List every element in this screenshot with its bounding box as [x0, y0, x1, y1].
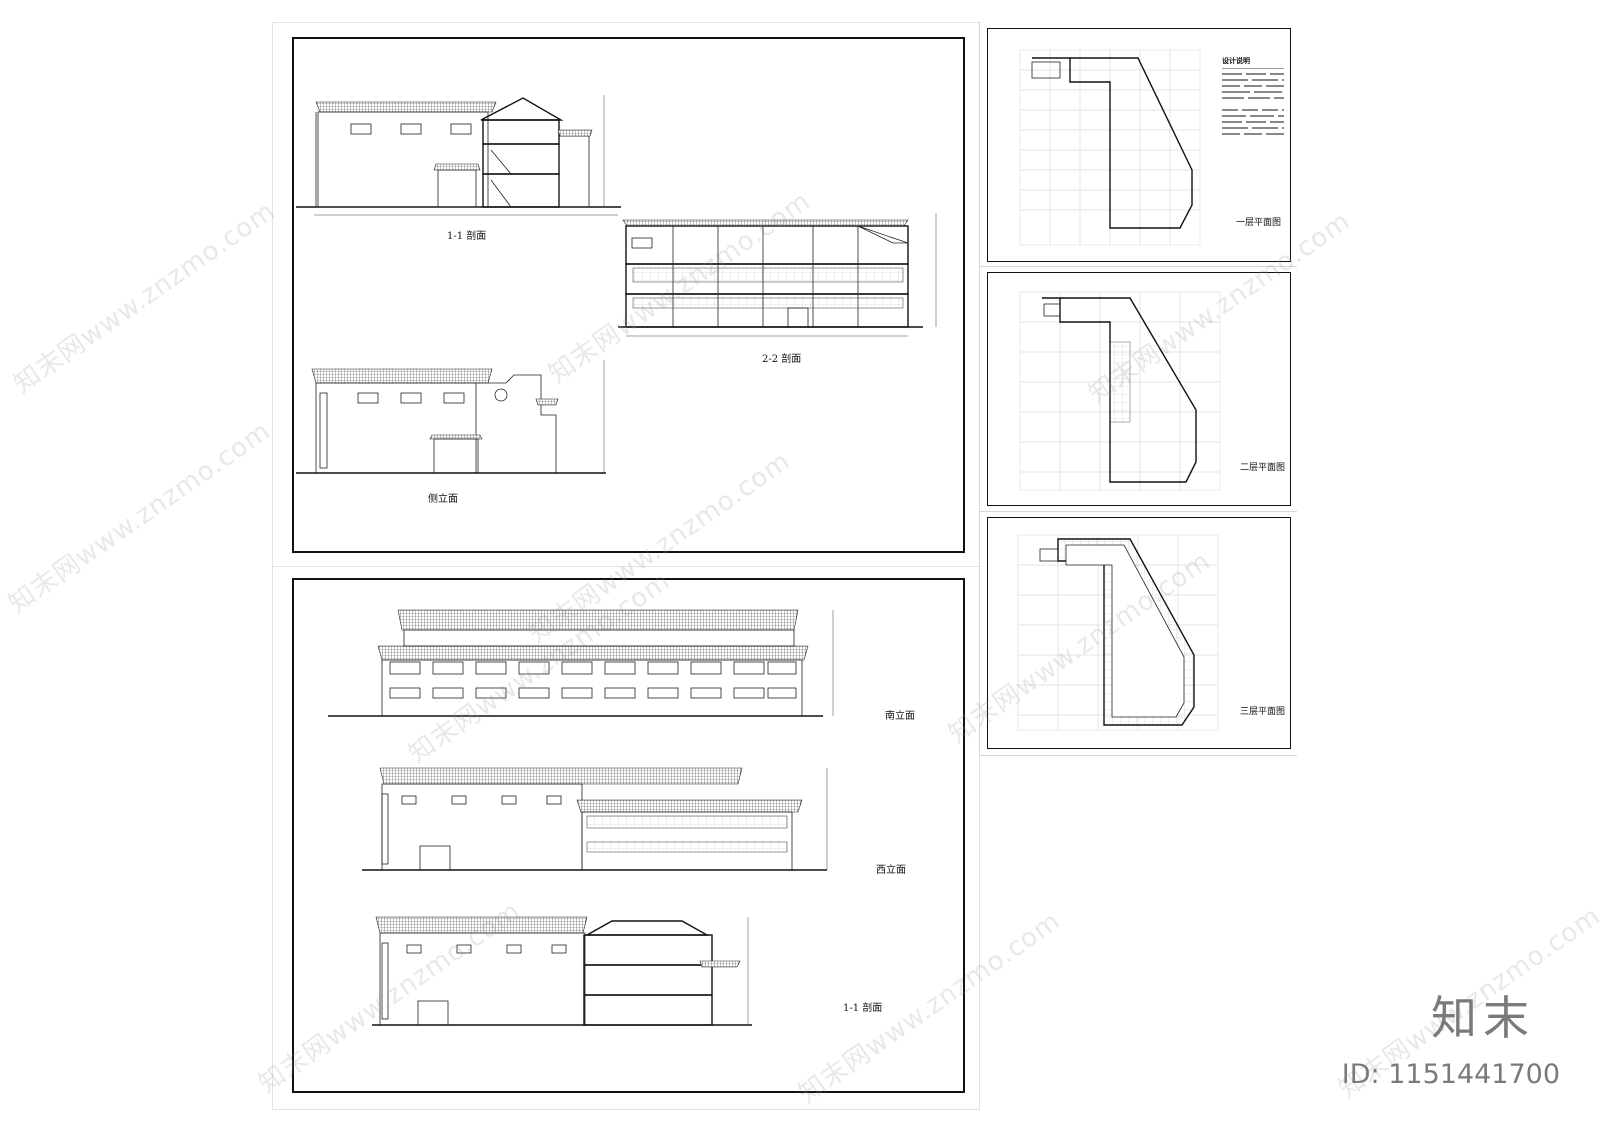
watermark-text: 知末网www.znzmo.com [8, 195, 282, 400]
brand-logo-text: 知末 [1431, 991, 1535, 1045]
label-second-floor-plan: 二层平面图 [1240, 463, 1286, 473]
sheet-frame-plan-2 [987, 272, 1291, 506]
third-floor-plan-drawing [1017, 534, 1219, 731]
design-notes-block: 设计说明 [1222, 56, 1284, 139]
side-elevation-drawing [296, 360, 606, 474]
label-section-1-1b: 1-1 剖面 [843, 1003, 883, 1014]
design-notes-title: 设计说明 [1222, 56, 1250, 65]
label-third-floor-plan: 三层平面图 [1240, 707, 1286, 717]
south-elevation-drawing [328, 609, 834, 717]
watermark-text: 知末网www.znzmo.com [3, 415, 277, 620]
section-1-1-drawing [296, 95, 621, 216]
west-elevation-drawing [362, 767, 828, 871]
second-floor-plan-drawing [1019, 291, 1221, 491]
sheet-frame-sections [292, 37, 965, 553]
sheet-divider-2 [979, 511, 1297, 512]
first-floor-plan-drawing [1019, 49, 1201, 246]
sheet-frame-plan-1 [987, 28, 1291, 262]
section-2-2-drawing [618, 213, 937, 337]
sheet-frame-plan-3 [987, 517, 1291, 749]
label-first-floor-plan: 一层平面图 [1236, 218, 1282, 228]
drawing-id: ID: 1151441700 [1341, 1059, 1560, 1090]
label-section-2-2: 2-2 剖面 [762, 354, 802, 365]
label-south-elevation: 南立面 [885, 711, 915, 722]
label-side-elevation: 侧立面 [428, 494, 458, 505]
section-1-1b-drawing [372, 916, 752, 1026]
label-west-elevation: 西立面 [876, 865, 906, 876]
sheet-divider-3 [979, 755, 1297, 756]
label-section-1-1: 1-1 剖面 [447, 231, 487, 242]
sheet-divider-1 [979, 266, 1297, 267]
sheet-divider-v [979, 22, 980, 756]
sheet-frame-elevations [292, 578, 965, 1093]
